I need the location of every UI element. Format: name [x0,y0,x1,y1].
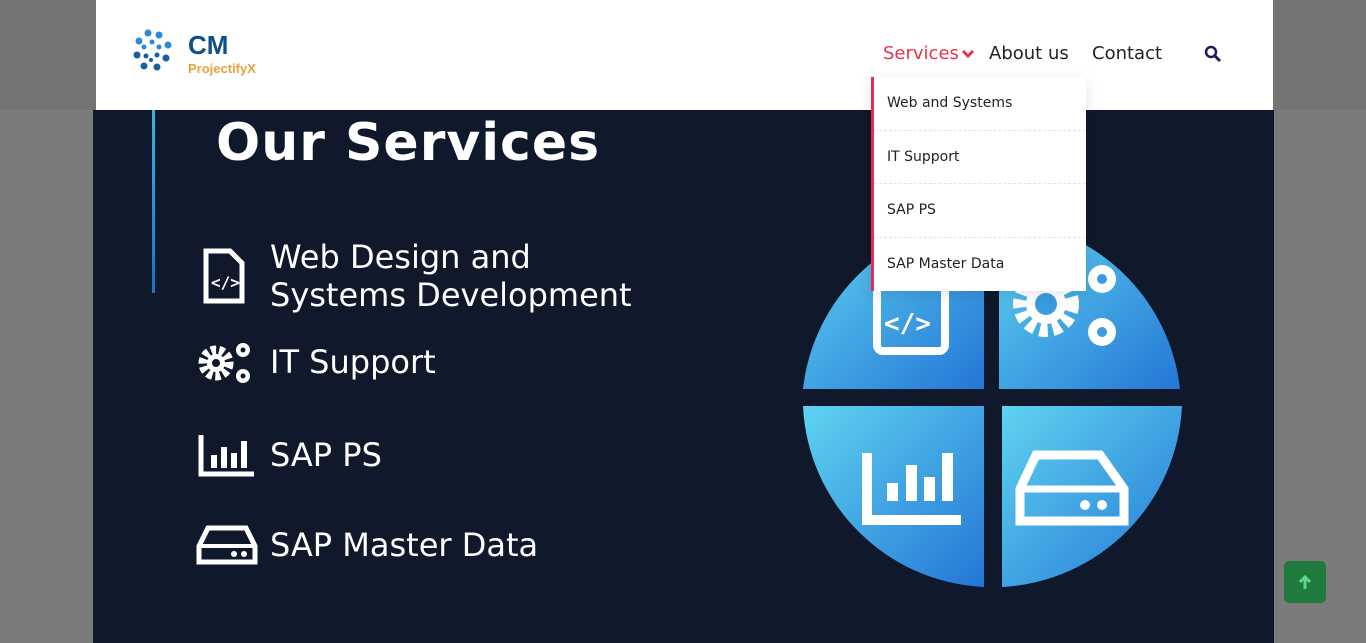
header: CM ProjectifyX Services About us Contact [96,0,1273,110]
brand-tagline: ProjectifyX [188,61,256,76]
section-title: Our Services [216,113,601,173]
bar-chart-icon [198,435,254,477]
back-to-top-button[interactable] [1284,561,1326,603]
search-icon[interactable] [1204,45,1222,63]
dropdown-item-web-systems[interactable]: Web and Systems [874,77,1086,131]
nav-services-label: Services [883,43,959,64]
gears-icon [198,343,250,383]
service-web-line2: Systems Development [270,276,632,314]
dropdown-item-sap-ps[interactable]: SAP PS [874,184,1086,238]
service-it-support: IT Support [270,343,436,381]
nav-services[interactable]: Services [883,43,975,64]
logo-dots-icon [133,29,172,71]
accent-line [152,110,155,293]
svg-text:</>: </> [884,309,931,339]
services-dropdown: Web and Systems IT Support SAP PS SAP Ma… [871,77,1086,291]
brand-name: CM [188,30,229,60]
svg-text:</>: </> [211,273,240,292]
service-sap-ps: SAP PS [270,436,382,474]
dropdown-item-it-support[interactable]: IT Support [874,131,1086,184]
dropdown-item-sap-master-data[interactable]: SAP Master Data [887,256,1005,273]
nav-about[interactable]: About us [989,43,1069,64]
service-sap-master-data: SAP Master Data [270,526,539,564]
server-drive-icon [196,525,258,565]
service-web-line1: Web Design and [270,238,531,276]
nav-contact[interactable]: Contact [1092,43,1163,64]
arrow-up-icon [1298,574,1312,589]
code-file-icon: </> [203,248,245,304]
logo[interactable]: CM ProjectifyX [132,24,272,86]
chevron-down-icon [961,49,974,59]
